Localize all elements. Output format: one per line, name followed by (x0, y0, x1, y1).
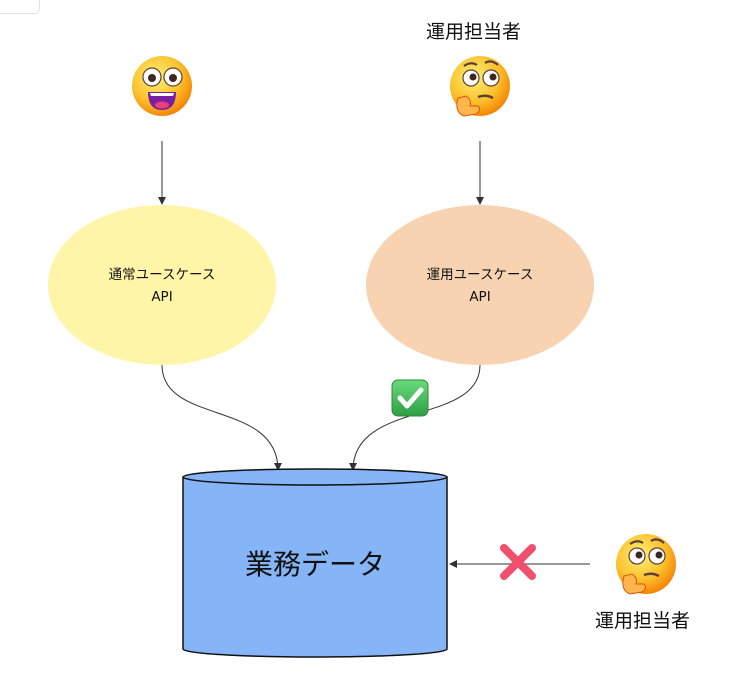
excited-user-emoji-icon (132, 56, 192, 116)
check-mark-icon (391, 379, 429, 417)
ops-api-label-line1: 運用ユースケース (427, 267, 534, 283)
ops-api-label-line2: API (469, 289, 490, 305)
normal-api-to-data-arrow (161, 364, 282, 471)
thinking-operator-emoji-icon (450, 56, 510, 117)
normal-usecase-api-node (48, 205, 276, 365)
normal-api-label-line2: API (151, 289, 172, 305)
database-label: 業務データ (245, 548, 385, 581)
thinking-operator-emoji-icon (616, 534, 676, 595)
ops-usecase-api-node (366, 205, 594, 365)
normal-api-label-line1: 通常ユースケース (109, 267, 216, 283)
cross-mark-icon (500, 544, 536, 580)
business-data-store (182, 468, 448, 658)
window-corner-tab (0, 0, 40, 14)
operator-label-top: 運用担当者 (426, 21, 522, 43)
operator-label-bottom: 運用担当者 (595, 610, 691, 632)
